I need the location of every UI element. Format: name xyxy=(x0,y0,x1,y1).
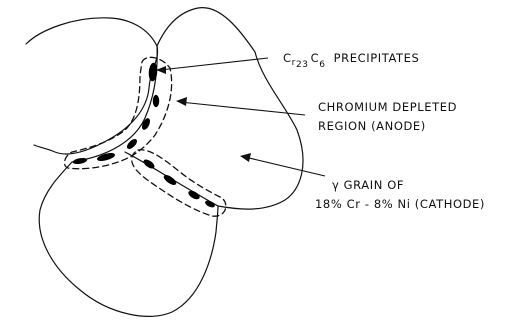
grain-upper-left xyxy=(26,18,158,154)
precipitates-leader-line xyxy=(160,58,268,70)
grain-arrowhead xyxy=(240,153,251,162)
precipitate xyxy=(148,63,158,82)
grain-lower xyxy=(39,162,218,316)
precipitate xyxy=(153,95,159,107)
precipitate xyxy=(163,174,178,187)
grain-right xyxy=(157,8,303,210)
depleted-label-line2: REGION (ANODE) xyxy=(318,119,426,133)
depleted-label-line1: CHROMIUM DEPLETED xyxy=(318,100,457,114)
grain-label-line1: γ GRAIN OF xyxy=(332,178,404,192)
grain-leader-line xyxy=(245,157,325,176)
depleted-arrowhead xyxy=(176,97,187,106)
precipitates-arrowhead xyxy=(156,66,166,74)
grain-label-line2: 18% Cr - 8% Ni (CATHODE) xyxy=(315,197,485,211)
precipitate xyxy=(73,157,88,164)
depleted-leader-line xyxy=(180,102,305,115)
precipitate xyxy=(97,152,116,162)
precipitate xyxy=(187,189,200,200)
